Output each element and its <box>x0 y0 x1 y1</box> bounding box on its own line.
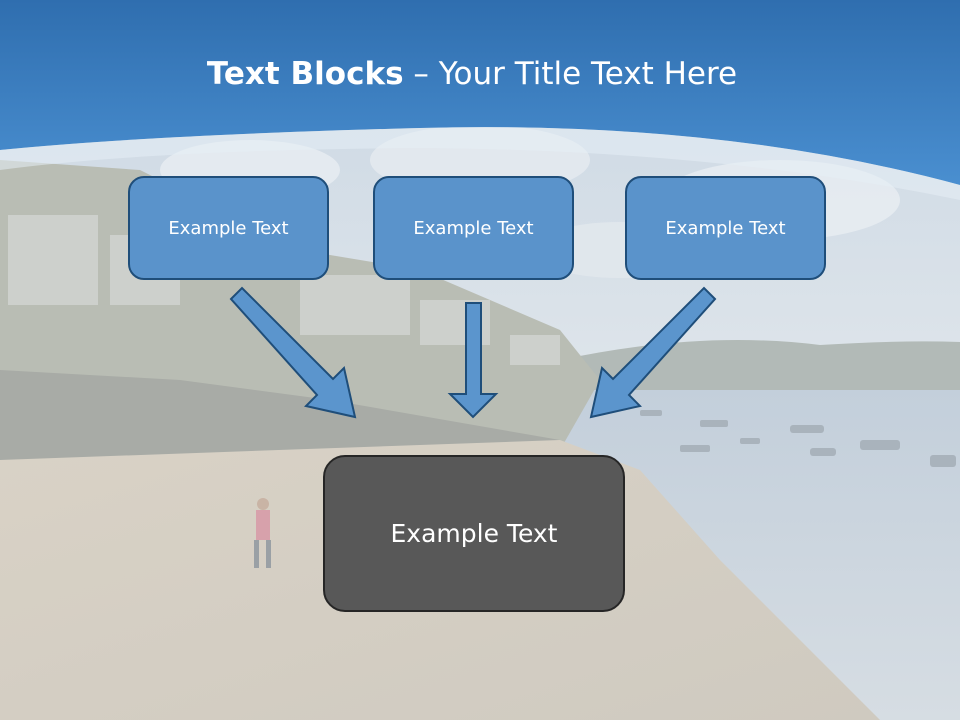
text-block-center[interactable]: Example Text <box>373 176 574 280</box>
text-block-right[interactable]: Example Text <box>625 176 826 280</box>
text-block-main-label: Example Text <box>390 519 558 548</box>
title-dash: – <box>403 56 439 92</box>
title-rest: Your Title Text Here <box>438 56 738 92</box>
text-block-left-label: Example Text <box>168 217 289 239</box>
text-block-main[interactable]: Example Text <box>323 455 625 612</box>
text-block-left[interactable]: Example Text <box>128 176 329 280</box>
text-block-center-label: Example Text <box>413 217 534 239</box>
title-bold: Text Blocks <box>206 56 404 92</box>
slide-title: Text Blocks – Your Title Text Here <box>0 52 944 96</box>
text-block-right-label: Example Text <box>665 217 786 239</box>
